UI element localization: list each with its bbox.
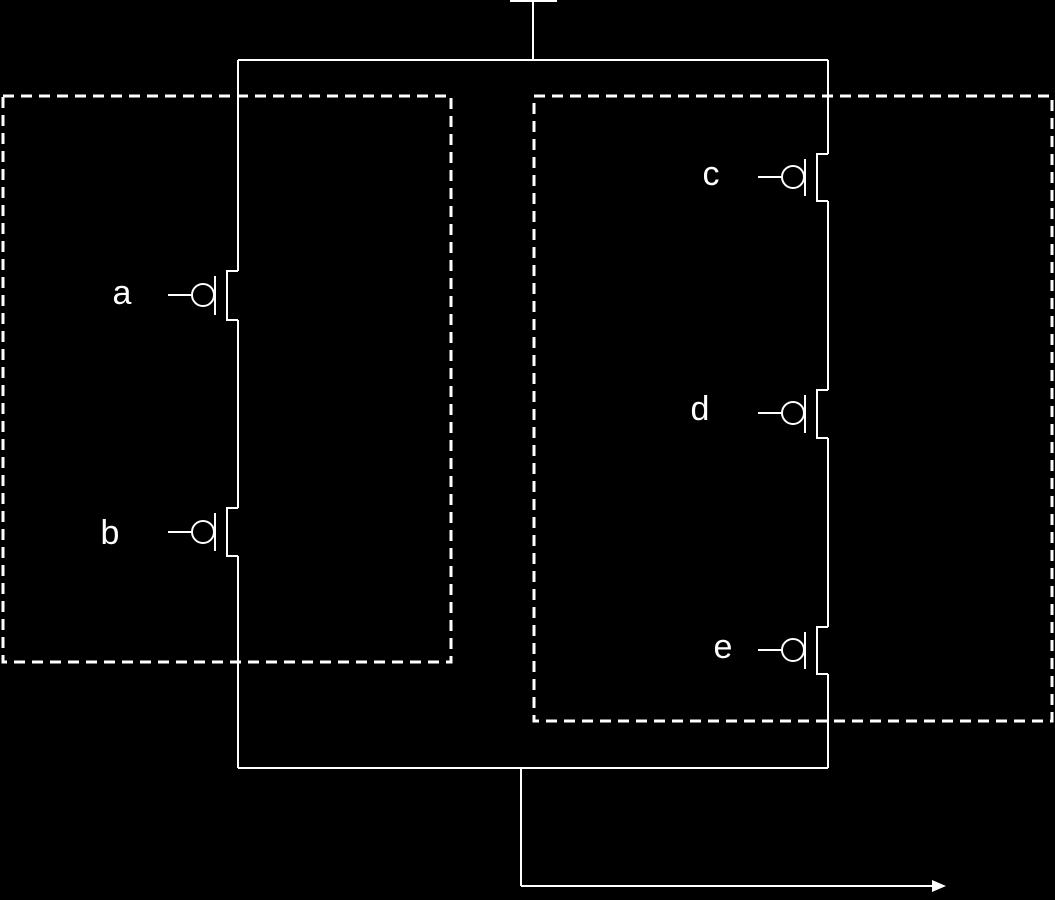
right-group-box <box>532 94 1054 723</box>
pmos-transistor-e <box>758 626 828 675</box>
input-label-d: d <box>691 390 710 428</box>
pmos-transistor-c <box>758 153 828 202</box>
pmos-transistor-a <box>168 270 238 321</box>
left-group-box <box>1 94 453 664</box>
output-arrow-icon <box>520 768 946 892</box>
pmos-transistor-d <box>758 389 828 439</box>
input-label-a: a <box>113 274 132 312</box>
input-label-b: b <box>101 514 120 552</box>
pmos-transistor-b <box>168 507 238 557</box>
input-label-c: c <box>703 155 720 193</box>
input-label-e: e <box>714 628 733 666</box>
vdd-rail-icon <box>510 0 557 60</box>
